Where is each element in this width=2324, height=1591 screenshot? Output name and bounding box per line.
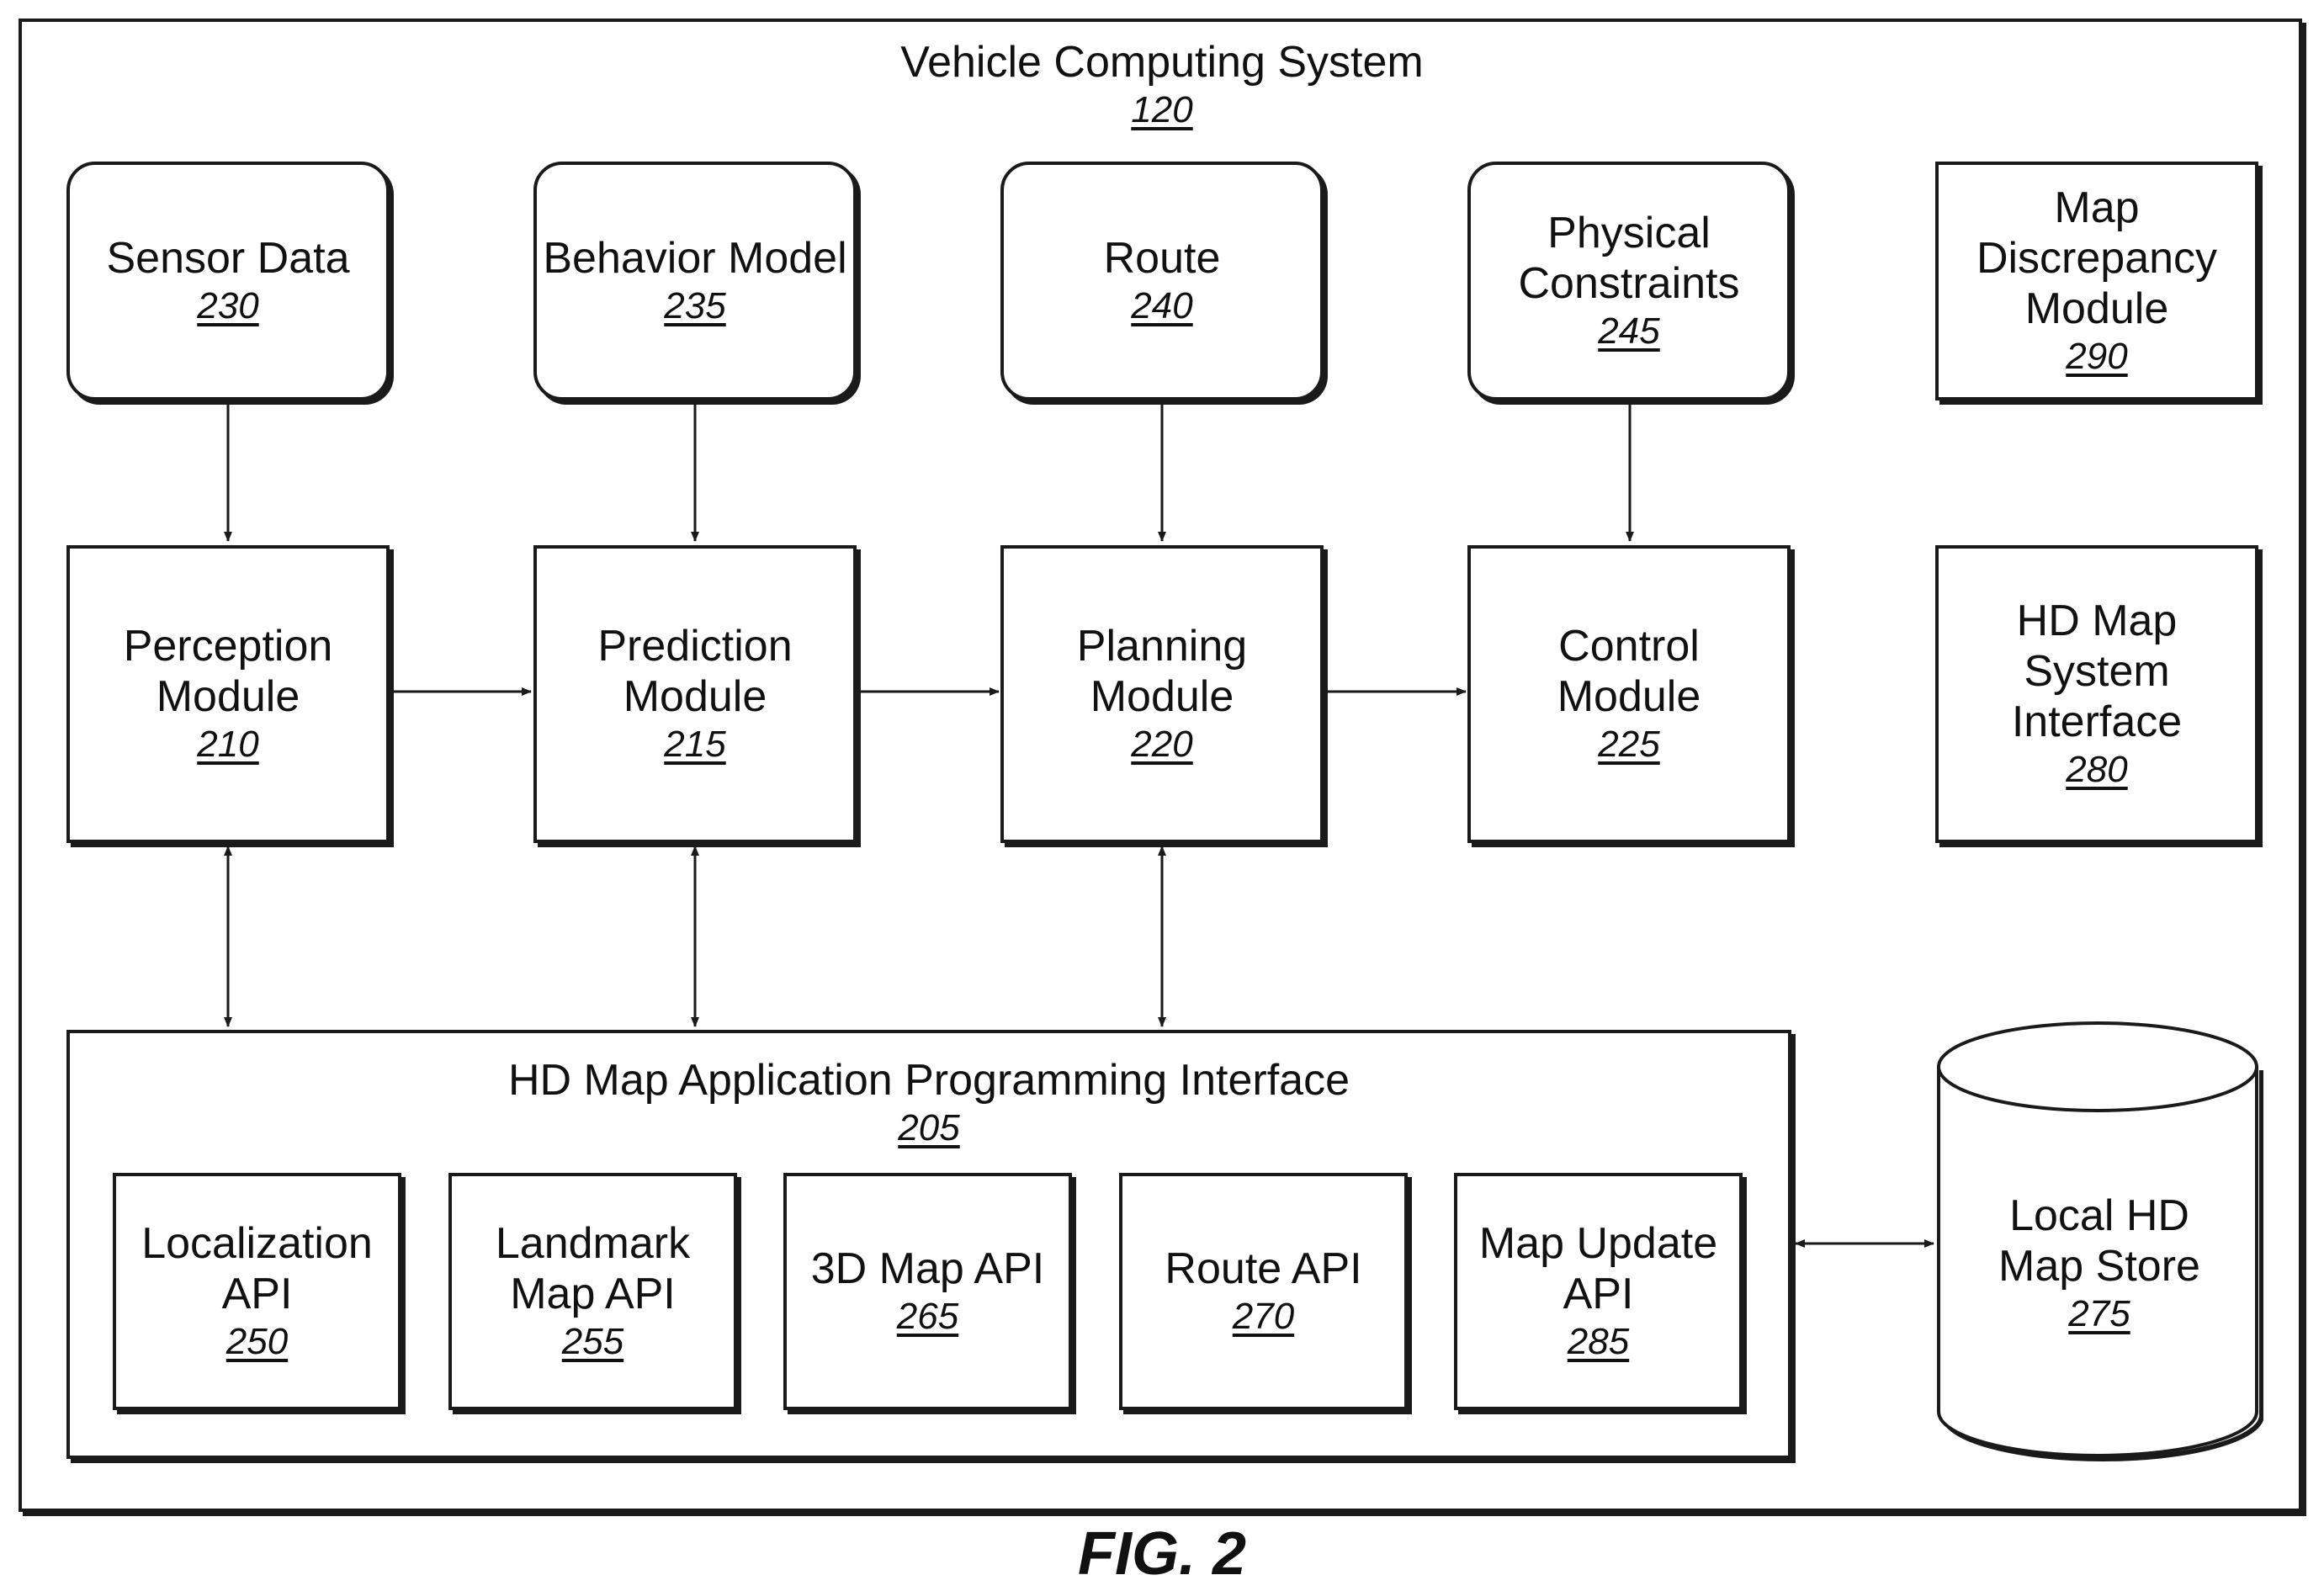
prediction-label: Prediction Module <box>597 621 792 722</box>
landmark-map-api-label: Landmark Map API <box>496 1218 690 1319</box>
3d-map-api-label: 3D Map API <box>811 1244 1044 1294</box>
landmark-map-api-box: Landmark Map API 255 <box>448 1173 737 1410</box>
map-discrepancy-label: Map Discrepancy Module <box>1976 183 2217 334</box>
route-api-label: Route API <box>1165 1244 1361 1294</box>
planning-label: Planning Module <box>1077 621 1247 722</box>
behavior-model-box: Behavior Model 235 <box>533 162 857 400</box>
sensor-data-box: Sensor Data 230 <box>66 162 390 400</box>
perception-module-box: Perception Module 210 <box>66 545 390 843</box>
perception-ref: 210 <box>197 722 258 767</box>
landmark-map-api-ref: 255 <box>562 1319 623 1365</box>
local-hd-map-store-text: Local HD Map Store 275 <box>1935 1191 2263 1337</box>
prediction-module-box: Prediction Module 215 <box>533 545 857 843</box>
local-hd-map-store-ref: 275 <box>1935 1291 2263 1337</box>
control-ref: 225 <box>1598 722 1659 767</box>
figure-label: FIG. 2 <box>0 1519 2324 1588</box>
route-api-box: Route API 270 <box>1119 1173 1408 1410</box>
map-update-api-label: Map Update API <box>1479 1218 1717 1319</box>
3d-map-api-ref: 265 <box>897 1294 958 1339</box>
map-discrepancy-ref: 290 <box>2066 334 2127 379</box>
localization-api-label: Localization API <box>141 1218 373 1319</box>
route-label: Route <box>1104 233 1221 284</box>
sensor-data-ref: 230 <box>197 284 258 329</box>
route-ref: 240 <box>1131 284 1192 329</box>
map-update-api-box: Map Update API 285 <box>1454 1173 1743 1410</box>
physical-constraints-box: Physical Constraints 245 <box>1467 162 1791 400</box>
map-discrepancy-module-box: Map Discrepancy Module 290 <box>1935 162 2258 400</box>
localization-api-box: Localization API 250 <box>113 1173 401 1410</box>
localization-api-ref: 250 <box>226 1319 288 1365</box>
hd-map-system-interface-label: HD Map System Interface <box>2012 596 2182 747</box>
perception-label: Perception Module <box>124 621 333 722</box>
hd-map-api-ref: 205 <box>898 1106 959 1151</box>
planning-ref: 220 <box>1131 722 1192 767</box>
prediction-ref: 215 <box>664 722 725 767</box>
map-update-api-ref: 285 <box>1568 1319 1629 1365</box>
control-module-box: Control Module 225 <box>1467 545 1791 843</box>
planning-module-box: Planning Module 220 <box>1000 545 1324 843</box>
behavior-model-label: Behavior Model <box>543 233 846 284</box>
physical-constraints-ref: 245 <box>1598 309 1659 354</box>
hd-map-system-interface-ref: 280 <box>2066 747 2127 793</box>
behavior-model-ref: 235 <box>664 284 725 329</box>
route-box: Route 240 <box>1000 162 1324 400</box>
sensor-data-label: Sensor Data <box>106 233 349 284</box>
hd-map-system-interface-box: HD Map System Interface 280 <box>1935 545 2258 843</box>
control-label: Control Module <box>1557 621 1701 722</box>
route-api-ref: 270 <box>1233 1294 1294 1339</box>
local-hd-map-store-label: Local HD Map Store <box>1935 1191 2263 1291</box>
physical-constraints-label: Physical Constraints <box>1519 208 1740 309</box>
hd-map-api-title: HD Map Application Programming Interface <box>508 1055 1350 1106</box>
3d-map-api-box: 3D Map API 265 <box>783 1173 1072 1410</box>
